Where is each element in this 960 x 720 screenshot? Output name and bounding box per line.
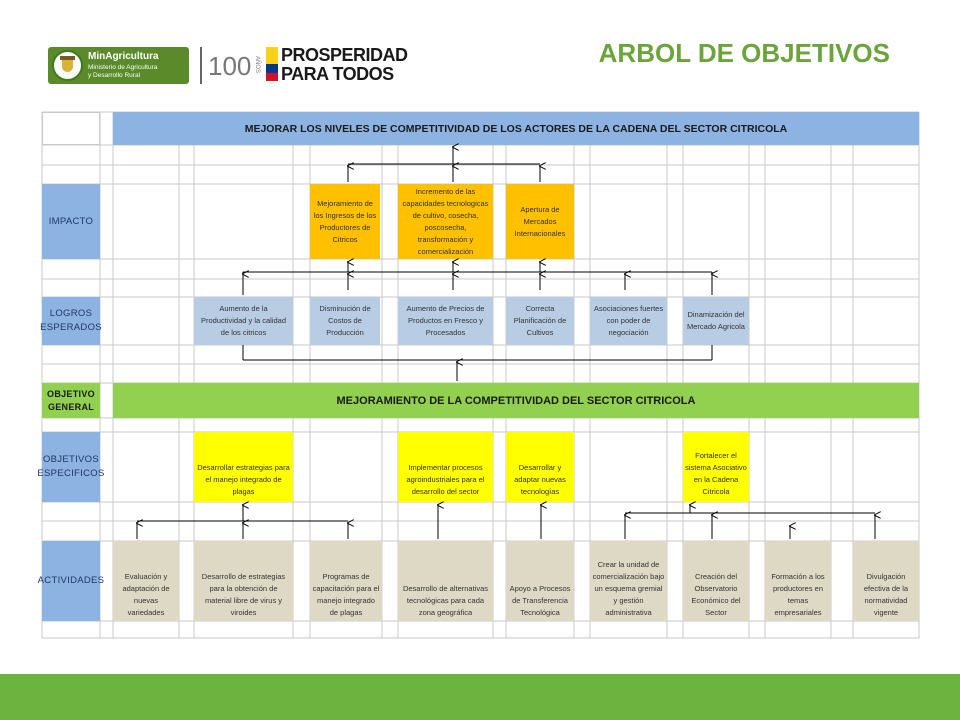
coat-of-arms-icon	[52, 50, 83, 81]
logro-box: Disminución de Costos de Producción	[310, 297, 380, 345]
activity-box: Programas de capacitación para el manejo…	[310, 541, 382, 621]
activity-box: Desarrollo de alternativas tecnológicas …	[398, 541, 493, 621]
activity-box: Evaluación y adaptación de nuevas varied…	[113, 541, 179, 621]
specific-objective-box: Implementar procesos agroindustriales pa…	[398, 432, 493, 502]
impact-box: Mejoramiento de los Ingresos de los Prod…	[310, 184, 380, 259]
row-label-impacto: IMPACTO	[42, 184, 100, 259]
activity-box: Creación del Observatorio Económico del …	[683, 541, 749, 621]
ministry-logo-name: MinAgricultura	[88, 51, 159, 62]
row-label-objetivo-line2: GENERAL	[47, 401, 95, 412]
ministry-logo-line1: Ministerio de Agricultura	[88, 64, 158, 71]
logro-box: Dinamización del Mercado Agricola	[683, 297, 749, 345]
activity-box: Divulgación efectiva de la normatividad …	[853, 541, 919, 621]
anniversary-number: 100	[208, 51, 252, 81]
activity-box: Desarrollo de estrategias para la obtenc…	[194, 541, 293, 621]
logro-box: Asociaciones fuertes con poder de negoci…	[590, 297, 667, 345]
flag-icon	[266, 47, 278, 81]
specific-objective-box: Fortalecer el sistema Asociativo en la C…	[683, 432, 749, 502]
row-label-especificos-line2: ESPECIFICOS	[37, 468, 105, 479]
row-label-logros: LOGROS ESPERADOS	[40, 297, 102, 345]
slogan-line2: PARA TODOS	[281, 64, 394, 84]
footer-bar	[0, 674, 960, 720]
logro-box: Aumento de Precios de Productos en Fresc…	[398, 297, 493, 345]
row-label-logros-line2: ESPERADOS	[40, 322, 102, 333]
top-left-blank	[42, 112, 100, 145]
specific-objective-box: Desarrollar estrategias para el manejo i…	[194, 432, 293, 502]
slogan-line1: PROSPERIDAD	[281, 45, 408, 65]
page-title: ARBOL DE OBJETIVOS	[598, 38, 890, 68]
impact-box: Apertura de Mercados Internacionales	[506, 184, 574, 259]
row-label-especificos-line1: OBJETIVOS	[42, 454, 100, 465]
ministry-logo-line2: y Desarrollo Rural	[88, 72, 141, 79]
anniversary-word: AÑOS	[254, 56, 260, 74]
anniversary-logo: 100 AÑOS	[200, 47, 260, 84]
specific-objective-box: Desarrollar y adaptar nuevas tecnologías	[506, 432, 574, 502]
row-label-actividades: ACTIVIDADES	[38, 541, 104, 621]
top-goal-banner: MEJORAR LOS NIVELES DE COMPETITIVIDAD DE…	[113, 112, 919, 145]
row-label-objetivo-general: OBJETIVO GENERAL	[42, 383, 100, 418]
activity-box: Apoyo a Procesos de Transferencia Tecnol…	[506, 541, 574, 621]
activity-box: Formación a los productores en temas emp…	[765, 541, 831, 621]
row-label-logros-line1: LOGROS	[49, 308, 93, 319]
logro-box: Correcta Planificación de Cultivos	[506, 297, 574, 345]
row-label-especificos: OBJETIVOS ESPECIFICOS	[37, 432, 104, 502]
slogan-logo: PROSPERIDAD PARA TODOS	[266, 44, 411, 86]
logro-box: Aumento de la Productividad y la calidad…	[194, 297, 293, 345]
impact-box: Incremento de las capacidades tecnologic…	[398, 184, 493, 259]
ministry-logo: MinAgricultura Ministerio de Agricultura…	[48, 47, 189, 84]
activity-box: Crear la unidad de comercialización bajo…	[590, 541, 667, 621]
row-label-objetivo-line1: OBJETIVO	[47, 388, 95, 399]
general-objective-banner: MEJORAMIENTO DE LA COMPETITIVIDAD DEL SE…	[113, 383, 919, 418]
